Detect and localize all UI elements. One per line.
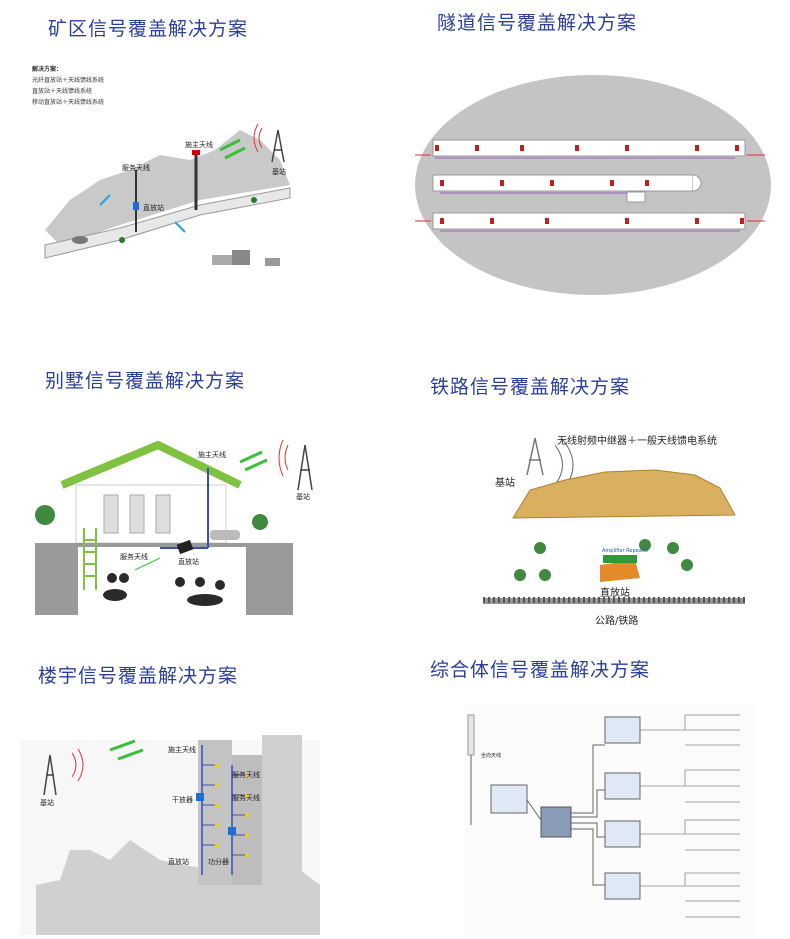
panel-complex: 综合体信号覆盖解决方案 全向天线 <box>395 645 790 939</box>
mine-donor-antenna-label: 施主天线 <box>185 141 213 149</box>
panel-villa: 别墅信号覆盖解决方案 施主天线 服务天线 直放站 基站 <box>0 350 395 645</box>
building-base-station-label: 基站 <box>40 799 54 807</box>
building-service-antenna-label-2: 服务天线 <box>232 794 260 802</box>
panel-title-mine: 矿区信号覆盖解决方案 <box>48 18 249 40</box>
mine-base-station-label: 基站 <box>272 168 286 176</box>
railway-base-station-label: 基站 <box>495 478 515 489</box>
building-trunk-amp-label: 干放器 <box>172 796 193 804</box>
building-service-antenna-label-1: 服务天线 <box>232 771 260 779</box>
mine-scene <box>44 123 291 266</box>
panel-title-villa: 别墅信号覆盖解决方案 <box>45 370 246 392</box>
panel-railway: 铁路信号覆盖解决方案 无线射频中继器＋一般天线馈电系统 基站 Amplifier… <box>395 350 790 645</box>
mine-service-antenna-label: 服务天线 <box>122 164 150 172</box>
railway-system-label: 无线射频中继器＋一般天线馈电系统 <box>557 436 717 447</box>
mine-note-3: 移动直放站＋天线馈线系统 <box>32 99 105 106</box>
villa-repeater-label: 直放站 <box>178 558 199 566</box>
panel-tunnel: 隧道信号覆盖解决方案 <box>395 0 790 300</box>
railway-device-text: Amplifier Repeater <box>602 548 649 554</box>
building-splitter-label: 功分器 <box>208 858 229 866</box>
tunnel-scene <box>415 75 771 295</box>
panel-building: 楼宇信号覆盖解决方案 施主天线 服务天线 干放器 服务天线 直放站 功分器 基站 <box>0 645 395 939</box>
villa-donor-antenna-label: 施主天线 <box>198 451 226 459</box>
building-repeater-label: 直放站 <box>168 858 189 866</box>
building-donor-antenna-label: 施主天线 <box>168 746 196 754</box>
mine-note-0: 解决方案： <box>32 66 63 73</box>
complex-donor-antenna-label: 全向天线 <box>481 753 502 759</box>
villa-base-station-label: 基站 <box>296 493 310 501</box>
mine-note-1: 光纤直放站＋天线馈线系统 <box>32 77 105 84</box>
mine-repeater-label: 直放站 <box>143 204 164 212</box>
panel-title-complex: 综合体信号覆盖解决方案 <box>430 659 651 681</box>
building-scene <box>20 735 320 935</box>
railway-road-label: 公路/铁路 <box>595 616 639 627</box>
panel-mine: 矿区信号覆盖解决方案 解决方案： 光纤直放站＋天线馈线系统 直放站＋天线馈线系统… <box>0 0 395 300</box>
railway-repeater-label: 直放站 <box>600 588 630 599</box>
panel-title-tunnel: 隧道信号覆盖解决方案 <box>437 12 638 34</box>
panel-title-railway: 铁路信号覆盖解决方案 <box>430 376 631 398</box>
panel-title-building: 楼宇信号覆盖解决方案 <box>38 665 239 687</box>
complex-scene <box>465 705 755 935</box>
villa-scene <box>35 439 313 615</box>
villa-service-antenna-label: 服务天线 <box>120 553 148 561</box>
railway-scene <box>483 437 745 604</box>
mine-note-2: 直放站＋天线馈线系统 <box>32 88 93 95</box>
